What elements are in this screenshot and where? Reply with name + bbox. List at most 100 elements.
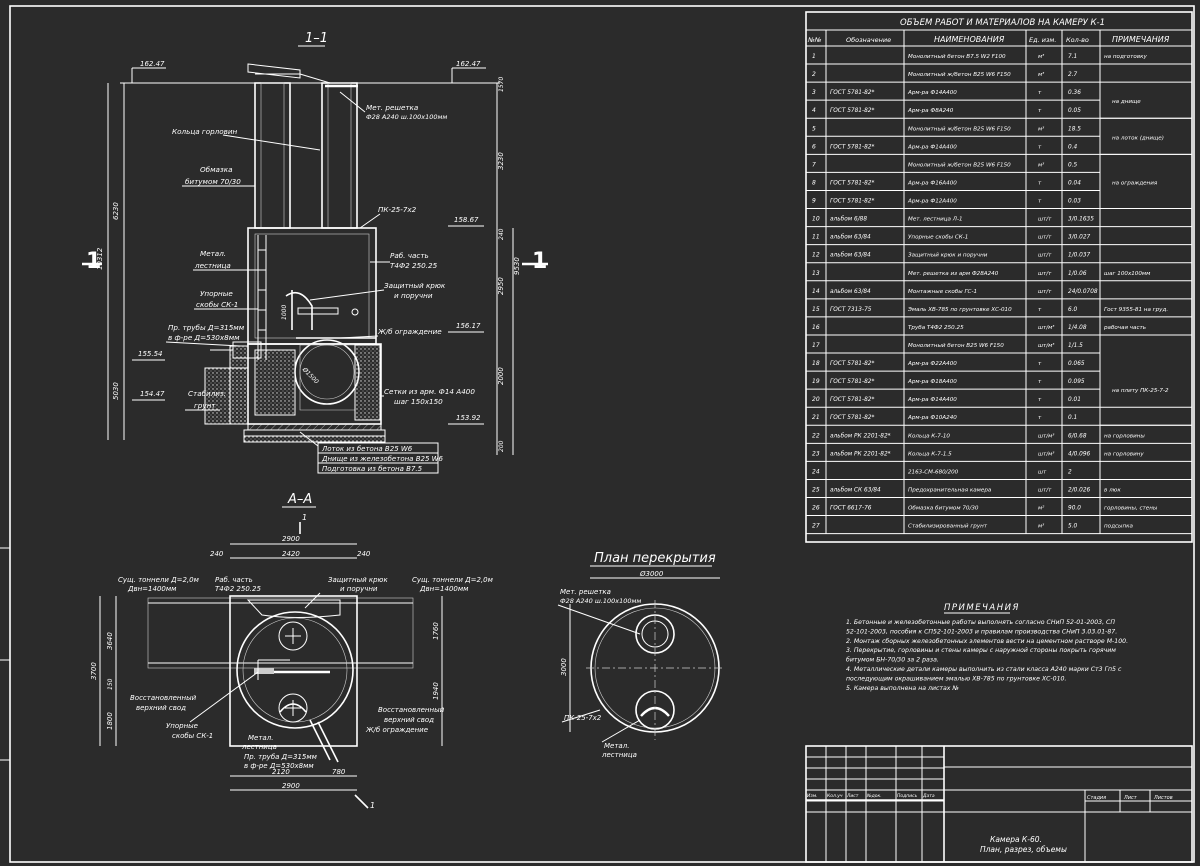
table-cell: т — [1038, 144, 1042, 150]
table-cell: 7.1 — [1068, 54, 1077, 60]
table-merged-note: на плиту ПК-25-7-2 — [1112, 388, 1169, 394]
label-mesh2-1: Сетки из арм. Ф14 А400 — [384, 387, 475, 396]
dim-9530: 9530 — [513, 257, 521, 275]
table-cell: альбом РК 2201-82* — [830, 433, 891, 439]
table-cell: м³ — [1038, 71, 1045, 78]
table-cell: шт/т — [1038, 487, 1052, 493]
table-cell: 10 — [812, 216, 820, 223]
table-cell: шт/т — [1038, 253, 1052, 259]
label-aa-work-1: Раб. часть — [215, 576, 253, 584]
note-line: 4. Металлические детали камеры выполнить… — [846, 666, 1122, 673]
label-tunnel-right-2: Двн=1400мм — [419, 585, 469, 593]
table-cell: м³ — [1038, 161, 1045, 168]
label-aa-ladder-1: Метал. — [248, 734, 273, 742]
label-aa-hook-2: и поручни — [340, 585, 378, 593]
table-cell: Стабилизированный грунт — [908, 524, 988, 530]
table-cell: 0.36 — [1068, 90, 1081, 96]
table-cell: 0.05 — [1068, 108, 1081, 114]
table-header: №№ — [807, 36, 822, 44]
table-cell: т — [1038, 108, 1042, 114]
tb-sheet: Лист — [1123, 795, 1138, 801]
table-cell: 17 — [812, 342, 820, 349]
table-cell: 2.7 — [1068, 72, 1078, 78]
section-a-a: А–А 1 2900 240 2420 240 2120 — [90, 492, 494, 810]
label-aa-pipe-1: Пр. труба Д=315мм — [244, 753, 318, 761]
table-cell: ГОСТ 6617-76 — [830, 506, 872, 512]
table-cell: т — [1038, 180, 1042, 186]
tb-caption-2: План, разрез, объемы — [980, 845, 1067, 854]
table-cell: 18.5 — [1068, 126, 1081, 132]
table-cell: горловины, стены — [1104, 506, 1158, 512]
note-bottom-1: Лоток из бетона В25 W6 — [321, 445, 413, 453]
label-slab: ПК-25-7х2 — [378, 205, 417, 214]
label-work-1: Раб. часть — [390, 251, 429, 260]
table-header: Ед. изм. — [1029, 36, 1056, 44]
table-cell: Кольца К-7-1.5 — [908, 451, 952, 457]
dim-1000: 1000 — [281, 305, 288, 320]
label-aa-work-2: Т4Ф2 250.25 — [215, 585, 261, 593]
table-cell: в люк — [1104, 487, 1121, 493]
table-cell: 20 — [812, 396, 820, 403]
table-cell: 2163-СМ-680/200 — [908, 469, 959, 475]
table-cell: Защитный крюк и поручни — [908, 253, 988, 259]
table-cell: шт/т — [1038, 217, 1052, 223]
table-title: ОБЪЕМ РАБОТ И МАТЕРИАЛОВ НА КАМЕРУ К-1 — [900, 18, 1105, 28]
elev-153: 153.92 — [456, 414, 481, 422]
note-line: 52-101-2003, пособия к СП52-101-2003 и п… — [846, 627, 1117, 635]
dim-1570: 1570 — [498, 77, 505, 92]
table-cell: т — [1038, 90, 1042, 96]
dim-3640: 3640 — [106, 632, 114, 650]
table-cell: т — [1038, 415, 1042, 421]
table-cell: Арм-ра Ф22А400 — [907, 361, 957, 367]
table-cell: альбом РК 2201-82* — [830, 451, 891, 457]
plan-title: План перекрытия — [594, 551, 716, 566]
note-line: 5. Камера выполнена на листах № — [846, 685, 959, 692]
label-vault-left-1: Восстановленный — [130, 694, 197, 702]
table-cell: 7 — [812, 161, 816, 168]
table-cell: Монолитный ж/бетон В25 W6 F150 — [908, 162, 1011, 168]
dim-150: 150 — [107, 678, 114, 690]
table-cell: шт/м³ — [1038, 324, 1055, 331]
table-cell: т — [1038, 307, 1042, 313]
table-cell: Труба Т4Ф2 250.25 — [908, 325, 964, 331]
plan-height: 3000 — [560, 658, 568, 676]
table-cell: Арм-ра Ф18А400 — [907, 379, 957, 385]
tb-sheets: Листов — [1153, 795, 1173, 801]
table-cell: 24/0.0708 — [1068, 289, 1098, 295]
table-cell: 6.0 — [1068, 307, 1078, 313]
section-1-1-title: 1–1 — [305, 31, 328, 46]
table-cell: Арм-ра Ф12А400 — [907, 199, 957, 205]
label-rings: Кольца горловин — [172, 127, 238, 136]
table-cell: 3/0.027 — [1068, 235, 1091, 241]
label-aa-rail: Ж/б ограждение — [365, 726, 428, 734]
label-mesh: Мет. решетка — [366, 103, 418, 112]
table-cell: шт/т — [1038, 235, 1052, 241]
table-header: НАИМЕНОВАНИЯ — [934, 35, 1005, 44]
dim-200: 200 — [498, 440, 505, 452]
table-cell: шт/т — [1038, 271, 1052, 277]
label-tunnel-right-1: Сущ. тоннели Д=2,0м — [412, 576, 494, 584]
table-cell: альбом 63/84 — [830, 253, 871, 259]
plan-ladder-2: лестница — [601, 751, 637, 759]
table-cell: Обмазка битумом 70/30 — [908, 506, 979, 512]
table-cell: 5.0 — [1068, 524, 1078, 530]
table-cell: Арм-ра Ф10А240 — [907, 415, 957, 421]
table-cell: Монтажные скобы ГС-1 — [908, 289, 977, 295]
table-cell: 15 — [812, 306, 820, 313]
elev-158: 158.67 — [454, 216, 479, 224]
dim-1940: 1940 — [432, 682, 440, 700]
label-stable-2: грунт — [194, 401, 216, 410]
table-cell: т — [1038, 379, 1042, 385]
table-cell: 22 — [812, 432, 820, 439]
